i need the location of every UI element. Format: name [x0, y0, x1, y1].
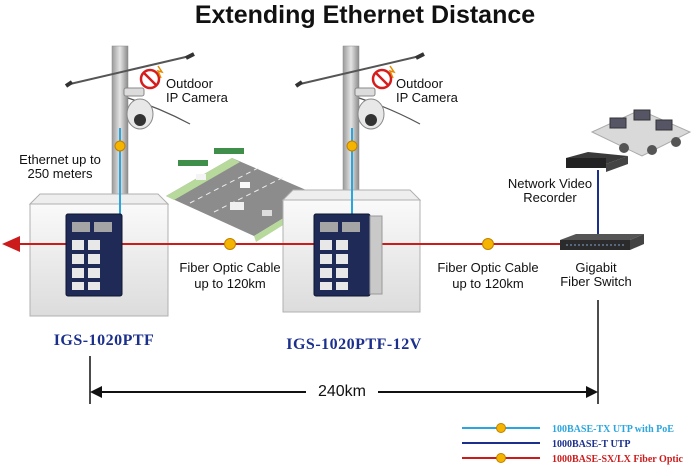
fiber-link-1-line2: up to 120km — [194, 276, 266, 291]
legend-item-fiber: 1000BASE-SX/LX Fiber Optic — [462, 453, 683, 465]
legend-label-utp: 1000BASE-T UTP — [552, 439, 630, 450]
ip-camera-1 — [123, 87, 154, 130]
control-room-illustration — [590, 109, 692, 157]
core-switch-label-line2: Fiber Switch — [560, 274, 632, 289]
legend-item-poe: 100BASE-TX UTP with PoE — [462, 423, 674, 435]
fiber-link-2-line1: Fiber Optic Cable — [437, 260, 538, 275]
core-switch-label-line1: Gigabit — [575, 260, 617, 275]
ethernet-note-line1: Ethernet up to — [19, 152, 101, 167]
fiber-link-1-line1: Fiber Optic Cable — [179, 260, 280, 275]
fiber-link-2-line2: up to 120km — [452, 276, 524, 291]
switch-1-model-label: IGS-1020PTF — [54, 332, 155, 349]
camera-2-label-line1: Outdoor — [396, 76, 444, 91]
legend-label-poe: 100BASE-TX UTP with PoE — [552, 424, 674, 435]
no-camera-warning-icon-1 — [139, 65, 164, 90]
ethernet-note-line2: 250 meters — [27, 166, 93, 181]
poe-cable-2 — [346, 128, 358, 216]
utility-pole-2 — [294, 45, 425, 199]
legend: 100BASE-TX UTP with PoE 1000BASE-T UTP 1… — [462, 423, 683, 465]
ip-camera-2 — [354, 87, 385, 130]
nvr-device — [566, 152, 628, 172]
gigabit-fiber-switch — [560, 234, 644, 250]
nvr-label-line2: Recorder — [523, 190, 577, 205]
distance-dimension — [89, 300, 599, 404]
switch-2-model-label: IGS-1020PTF-12V — [286, 336, 422, 353]
distance-label: 240km — [318, 383, 366, 400]
switch-igs-1020ptf-12v — [313, 213, 383, 297]
camera-2-label-line2: IP Camera — [396, 90, 459, 105]
utility-pole-1 — [64, 45, 195, 199]
nvr-label-line1: Network Video — [508, 176, 592, 191]
legend-item-utp: 1000BASE-T UTP — [462, 439, 630, 450]
no-camera-warning-icon-2 — [371, 65, 396, 90]
camera-1-label-line1: Outdoor — [166, 76, 214, 91]
switch-igs-1020ptf — [65, 213, 123, 297]
camera-1-label-line2: IP Camera — [166, 90, 229, 105]
legend-label-fiber: 1000BASE-SX/LX Fiber Optic — [552, 454, 683, 465]
page-title: Extending Ethernet Distance — [195, 1, 535, 29]
poe-cable-1 — [114, 128, 126, 216]
